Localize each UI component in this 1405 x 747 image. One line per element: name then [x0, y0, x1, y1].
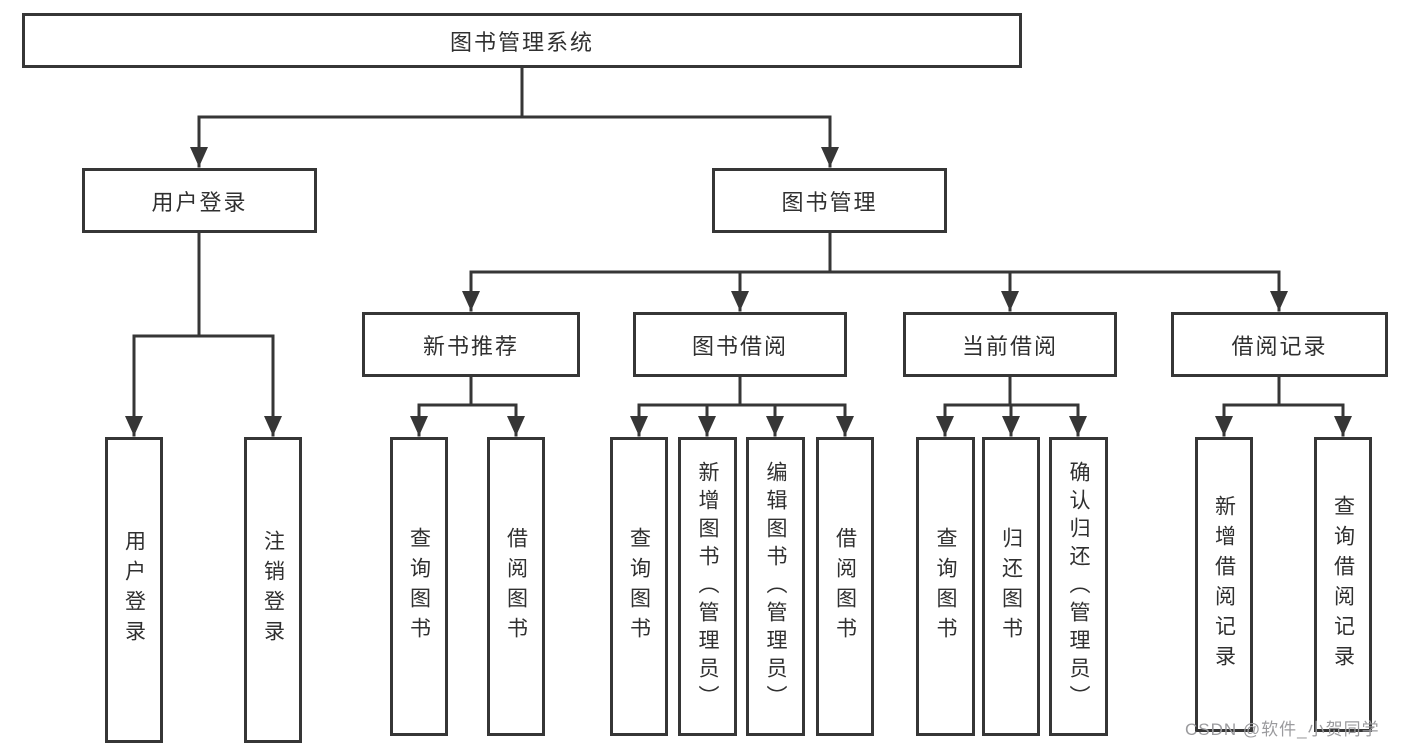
node-borrow-records-label: 借阅记录	[1231, 333, 1328, 359]
leaf-query-books-recommend-label: 查询图书	[407, 526, 431, 647]
leaf-edit-book-admin: 编辑图书（管理员）	[746, 437, 805, 736]
csdn-watermark: CSDN @软件_小贺同学	[1185, 720, 1380, 739]
leaf-edit-book-admin-label: 编辑图书（管理员）	[764, 460, 787, 713]
leaf-user-login: 用户登录	[105, 437, 163, 743]
leaf-add-book-admin: 新增图书（管理员）	[678, 437, 737, 736]
leaf-borrow-books-recommend-label: 借阅图书	[504, 526, 528, 647]
connector-borrow-records	[1215, 375, 1352, 437]
node-root-label: 图书管理系统	[449, 29, 594, 55]
node-current-borrow-label: 当前借阅	[961, 333, 1058, 359]
connector-user-login	[125, 231, 282, 437]
leaf-query-books-borrow: 查询图书	[610, 437, 668, 736]
connector-new-book-recommend	[410, 375, 525, 437]
leaf-add-borrow-record-label: 新增借阅记录	[1212, 494, 1236, 675]
node-new-book-recommend: 新书推荐	[362, 312, 580, 377]
leaf-confirm-return-admin-label: 确认归还（管理员）	[1067, 460, 1090, 713]
connector-book-management	[462, 231, 1288, 312]
leaf-add-book-admin-label: 新增图书（管理员）	[696, 460, 719, 713]
leaf-add-borrow-record: 新增借阅记录	[1195, 437, 1253, 732]
node-user-login: 用户登录	[82, 168, 317, 233]
leaf-query-books-borrow-label: 查询图书	[627, 526, 651, 647]
leaf-query-books-current: 查询图书	[916, 437, 975, 736]
leaf-borrow-books-recommend: 借阅图书	[487, 437, 545, 736]
node-root: 图书管理系统	[22, 13, 1022, 68]
leaf-query-books-current-label: 查询图书	[934, 526, 957, 647]
node-user-login-label: 用户登录	[151, 189, 248, 215]
leaf-query-borrow-record-label: 查询借阅记录	[1331, 494, 1355, 675]
leaf-query-books-recommend: 查询图书	[390, 437, 448, 736]
leaf-return-book-label: 归还图书	[999, 526, 1023, 647]
node-book-borrow: 图书借阅	[633, 312, 847, 377]
leaf-user-login-label: 用户登录	[122, 530, 146, 650]
leaf-borrow-books-label: 借阅图书	[833, 526, 857, 647]
leaf-logout: 注销登录	[244, 437, 302, 743]
leaf-query-borrow-record: 查询借阅记录	[1314, 437, 1372, 732]
node-book-management-label: 图书管理	[781, 189, 878, 215]
leaf-borrow-books: 借阅图书	[816, 437, 874, 736]
connector-root	[190, 66, 839, 168]
node-borrow-records: 借阅记录	[1171, 312, 1388, 377]
node-new-book-recommend-label: 新书推荐	[422, 333, 519, 359]
node-book-management: 图书管理	[712, 168, 947, 233]
node-current-borrow: 当前借阅	[903, 312, 1117, 377]
connector-current-borrow	[936, 375, 1087, 437]
node-book-borrow-label: 图书借阅	[691, 333, 788, 359]
leaf-return-book: 归还图书	[982, 437, 1040, 736]
connector-book-borrow	[630, 375, 854, 437]
leaf-logout-label: 注销登录	[261, 530, 285, 650]
leaf-confirm-return-admin: 确认归还（管理员）	[1049, 437, 1108, 736]
